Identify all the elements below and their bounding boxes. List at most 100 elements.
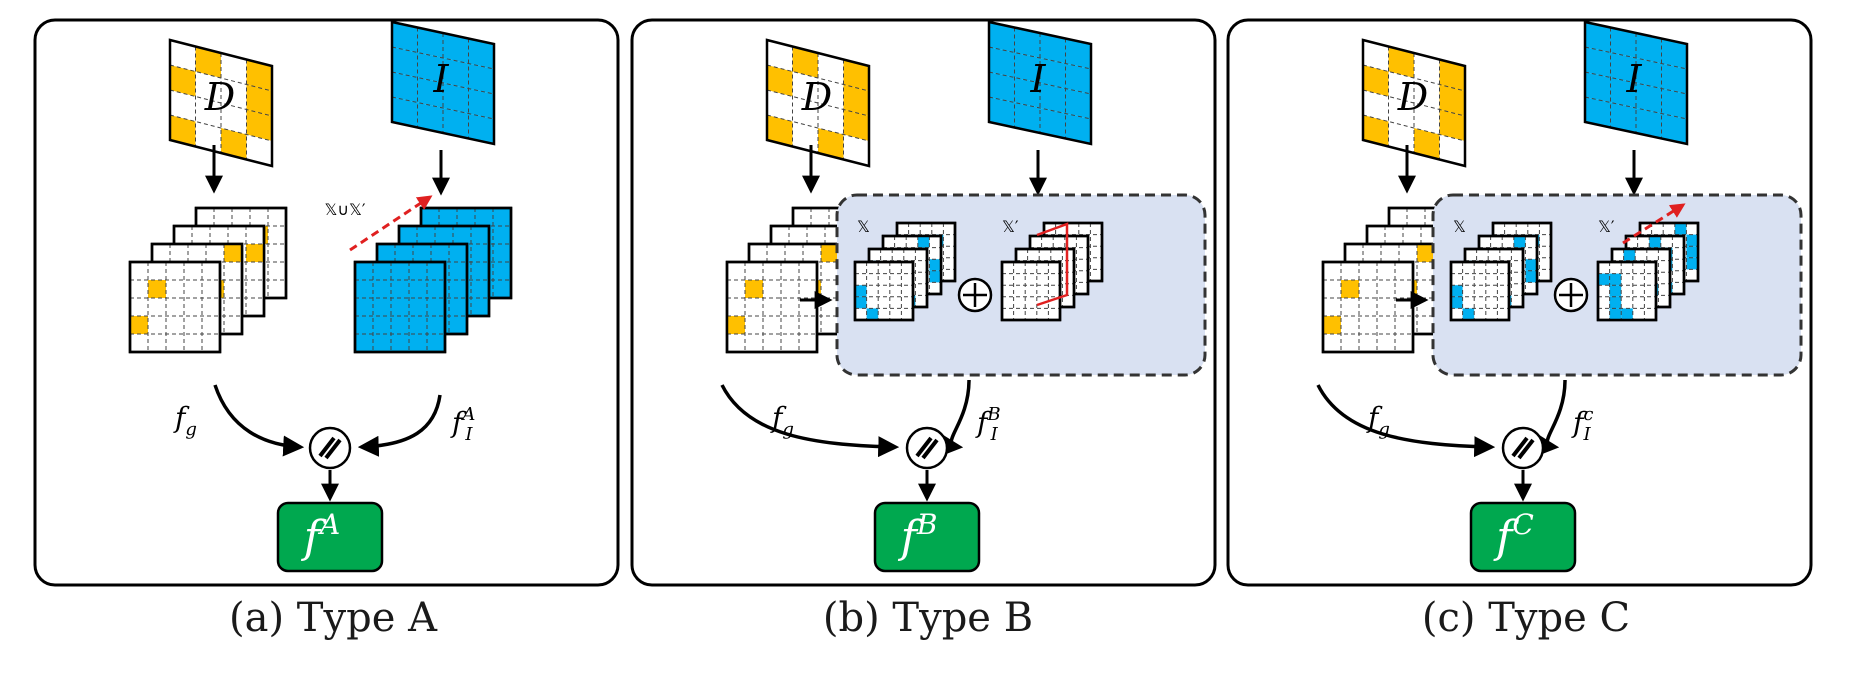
concat-slash bbox=[324, 438, 342, 460]
grid-cell bbox=[1040, 83, 1066, 114]
grid-cell bbox=[843, 59, 869, 91]
grid-border bbox=[765, 38, 871, 168]
grid-cell bbox=[1661, 38, 1687, 69]
grid-cell bbox=[1388, 96, 1414, 128]
grid-cell bbox=[1439, 59, 1465, 91]
concat-icon bbox=[308, 426, 352, 470]
map-cell bbox=[1525, 259, 1537, 271]
set-xprime-label: 𝕏′ bbox=[1002, 217, 1019, 236]
output-label: fC bbox=[1493, 508, 1534, 563]
map-cell bbox=[1417, 244, 1435, 262]
grid-cell bbox=[1414, 128, 1440, 160]
grid-cell bbox=[1388, 46, 1414, 78]
grid-cell bbox=[1610, 102, 1636, 133]
grid-cell bbox=[1014, 27, 1040, 58]
grid-cell bbox=[468, 38, 494, 69]
grid-cell bbox=[392, 22, 418, 53]
map-cell bbox=[855, 285, 867, 297]
grid-cell bbox=[767, 65, 793, 97]
grid-border bbox=[987, 20, 1093, 146]
grid-line bbox=[169, 114, 273, 142]
grid-cell bbox=[246, 84, 272, 116]
red-highlight bbox=[1036, 222, 1069, 307]
grid-cell bbox=[246, 134, 272, 166]
grid-cell bbox=[221, 53, 247, 85]
output-label: fA bbox=[301, 508, 341, 563]
grid-line bbox=[1584, 96, 1688, 120]
concat-slash bbox=[915, 436, 933, 458]
map-cell bbox=[1598, 273, 1610, 286]
grid-cell bbox=[1363, 90, 1389, 122]
grid-cell bbox=[417, 27, 443, 58]
grid-cell bbox=[1636, 108, 1662, 139]
grid-cell bbox=[392, 72, 418, 103]
map-border bbox=[128, 260, 222, 354]
xprime-stack bbox=[1000, 221, 1104, 322]
map-cell bbox=[1323, 316, 1341, 334]
input-i-grid bbox=[1583, 20, 1689, 146]
grid-line bbox=[391, 96, 495, 120]
map-cell bbox=[246, 244, 264, 262]
grid-cell bbox=[1363, 115, 1389, 147]
map-border bbox=[853, 260, 915, 322]
grid-cell bbox=[443, 108, 469, 139]
map-face bbox=[353, 260, 447, 354]
feature-map bbox=[1596, 260, 1658, 322]
map-cell bbox=[1609, 296, 1622, 309]
grid-cell bbox=[843, 109, 869, 141]
grid-border bbox=[390, 20, 496, 146]
grid-cell bbox=[792, 71, 818, 103]
grid-cell bbox=[221, 128, 247, 160]
grid-border bbox=[1361, 38, 1467, 168]
map-border bbox=[1000, 260, 1062, 322]
concat-slash bbox=[318, 436, 336, 458]
grid-cell bbox=[1636, 33, 1662, 64]
caption-a: (a) Type A bbox=[229, 595, 437, 641]
grid-cell bbox=[818, 128, 844, 160]
grid-cell bbox=[392, 97, 418, 128]
map-cell bbox=[917, 236, 930, 248]
input-i-label: I bbox=[1029, 57, 1046, 101]
set-x-label: 𝕏 bbox=[1453, 217, 1466, 236]
grid-cell bbox=[1610, 77, 1636, 108]
map-cell bbox=[1623, 249, 1636, 261]
output-box bbox=[1469, 501, 1577, 573]
grid-cell bbox=[221, 103, 247, 135]
map-face bbox=[1000, 260, 1062, 322]
grid-cell bbox=[468, 63, 494, 94]
map-cell bbox=[821, 244, 839, 262]
map-face bbox=[725, 260, 819, 354]
x-stack bbox=[1449, 221, 1553, 322]
grid-cell bbox=[1585, 22, 1611, 53]
concat-slash bbox=[921, 438, 939, 460]
panel-frame bbox=[33, 18, 620, 587]
grid-cell bbox=[843, 84, 869, 116]
map-face bbox=[1321, 260, 1415, 354]
grid-cell bbox=[818, 78, 844, 110]
grid-cell bbox=[1661, 88, 1687, 119]
grid-border bbox=[1583, 20, 1689, 146]
map-face bbox=[128, 260, 222, 354]
feature-map bbox=[128, 260, 222, 354]
grid-cell bbox=[1585, 97, 1611, 128]
map-cell bbox=[130, 316, 148, 334]
map-cell bbox=[1686, 246, 1698, 258]
xprime-stack bbox=[1596, 221, 1700, 322]
grid-cell bbox=[195, 71, 221, 103]
grid-cell bbox=[1040, 58, 1066, 89]
input-d-label: D bbox=[801, 75, 832, 119]
grid-cell bbox=[1014, 77, 1040, 108]
grid-cell bbox=[246, 59, 272, 91]
map-cell bbox=[727, 316, 745, 334]
map-cell bbox=[1609, 273, 1622, 286]
arrow-fi-to-concat bbox=[1537, 379, 1567, 456]
fg-stack bbox=[128, 206, 288, 354]
input-i-grid bbox=[987, 20, 1093, 146]
grid-cell bbox=[818, 103, 844, 135]
grid-line bbox=[1584, 71, 1688, 95]
feature-map bbox=[1449, 260, 1511, 322]
caption-c: (c) Type C bbox=[1421, 595, 1631, 641]
